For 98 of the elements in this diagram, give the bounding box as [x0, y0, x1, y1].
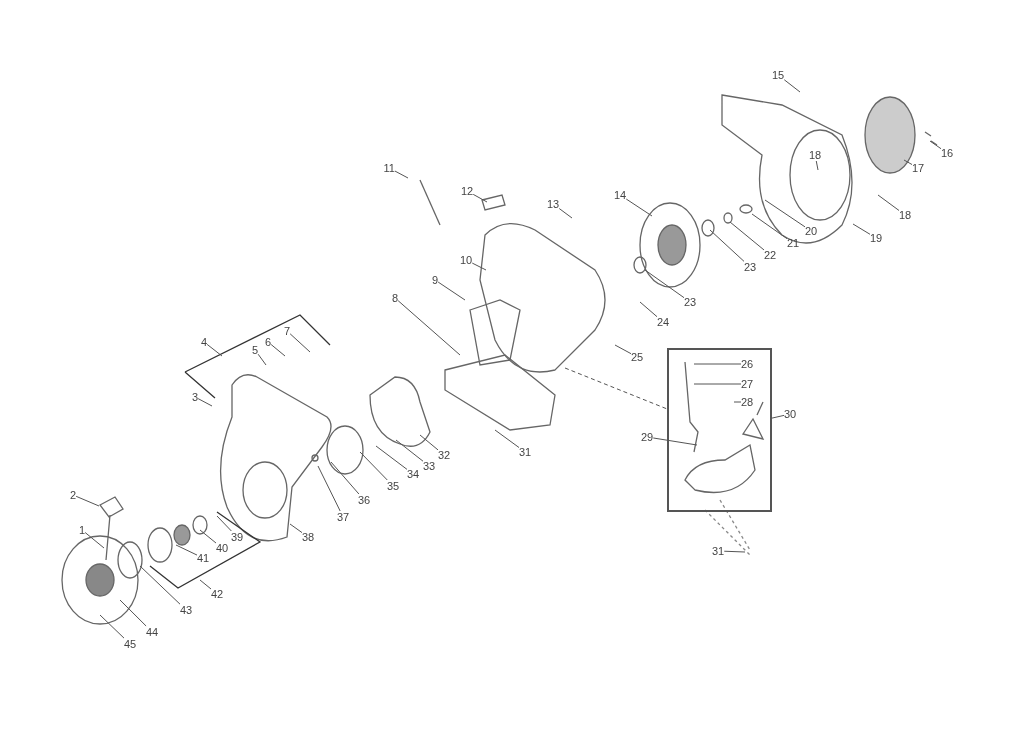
callout-number: 42	[211, 588, 224, 600]
callout-number: 30	[784, 408, 797, 420]
leader-line	[709, 229, 745, 262]
leader-line	[216, 515, 232, 532]
callout-number: 18	[809, 149, 822, 161]
callout-number: 15	[772, 69, 785, 81]
leader-line	[257, 353, 267, 366]
callout-number: 39	[231, 531, 244, 543]
leader-line	[693, 383, 742, 385]
leader-line	[471, 262, 487, 271]
leader-line	[644, 269, 685, 299]
callout-number: 3	[192, 391, 199, 403]
callout-number: 37	[337, 511, 350, 523]
callout-number: 35	[387, 480, 400, 492]
leader-line	[729, 221, 765, 251]
leader-line	[558, 208, 573, 219]
callout-number: 23	[744, 261, 757, 273]
leader-line	[99, 614, 125, 639]
leader-line	[764, 199, 806, 228]
callout-number: 18	[899, 209, 912, 221]
leader-line	[639, 301, 658, 318]
leader-line	[751, 213, 788, 240]
leader-line	[494, 429, 520, 449]
callout-number: 33	[423, 460, 436, 472]
callout-number: 38	[302, 531, 315, 543]
leader-line	[394, 170, 409, 179]
leader-line	[733, 401, 742, 403]
callout-number: 22	[764, 249, 777, 261]
leader-line	[289, 523, 303, 534]
leader-line	[119, 599, 147, 627]
leader-line	[652, 437, 698, 446]
leader-line	[852, 223, 871, 235]
callout-number: 44	[146, 626, 159, 638]
callout-number: 24	[657, 316, 670, 328]
leader-line	[75, 495, 100, 507]
callout-number: 36	[358, 494, 371, 506]
group-frame	[667, 348, 772, 512]
leader-line	[317, 465, 341, 512]
leader-line	[815, 160, 819, 171]
leader-line	[929, 140, 942, 150]
leader-line	[375, 445, 408, 470]
leader-line	[139, 565, 181, 605]
callout-number: 41	[197, 552, 210, 564]
leader-line	[614, 344, 632, 355]
callout-number: 34	[407, 468, 420, 480]
callout-number: 45	[124, 638, 137, 650]
leader-line	[359, 451, 388, 481]
callout-number: 7	[284, 325, 291, 337]
leader-line	[199, 529, 217, 544]
callout-number: 12	[461, 185, 474, 197]
leader-line	[783, 79, 801, 93]
callout-number: 4	[201, 336, 208, 348]
callout-number: 19	[870, 232, 883, 244]
callout-number: 17	[912, 162, 925, 174]
callout-number: 5	[252, 344, 259, 356]
leader-line	[199, 579, 212, 590]
leader-line	[395, 439, 424, 462]
callout-number: 31	[519, 446, 532, 458]
callout-number: 43	[180, 604, 193, 616]
leader-line	[903, 159, 913, 166]
leader-line	[84, 532, 105, 549]
callout-number: 28	[741, 396, 754, 408]
leader-line	[771, 414, 785, 419]
callout-number: 25	[631, 351, 644, 363]
leader-line	[175, 544, 198, 556]
leader-line	[693, 363, 742, 365]
leader-line	[397, 300, 461, 356]
callout-number: 11	[383, 162, 395, 174]
callout-number: 40	[216, 542, 229, 554]
callout-number: 26	[741, 358, 754, 370]
leader-line	[472, 193, 488, 203]
callout-number: 20	[805, 225, 818, 237]
leader-line	[270, 344, 286, 357]
leader-line	[289, 333, 311, 353]
callout-number: 8	[392, 292, 399, 304]
leader-line	[625, 198, 653, 217]
callout-number: 16	[941, 147, 954, 159]
callout-number: 10	[460, 254, 473, 266]
callout-number: 31	[712, 545, 725, 557]
leader-line	[197, 398, 213, 407]
leader-line	[564, 367, 668, 410]
callout-number: 6	[265, 336, 272, 348]
leader-line	[437, 281, 466, 301]
callout-number: 13	[547, 198, 560, 210]
callout-number: 1	[79, 524, 86, 536]
callout-number: 14	[614, 189, 627, 201]
callout-number: 23	[684, 296, 697, 308]
callout-number: 27	[741, 378, 754, 390]
leader-line	[206, 343, 223, 357]
leader-line	[723, 550, 746, 553]
leader-line	[419, 434, 439, 451]
callout-number: 32	[438, 449, 451, 461]
leader-line	[330, 461, 360, 495]
callout-number: 9	[432, 274, 439, 286]
callout-number: 21	[787, 237, 800, 249]
leader-line	[877, 194, 900, 211]
callout-number: 2	[70, 489, 77, 501]
callout-number: 29	[641, 431, 654, 443]
